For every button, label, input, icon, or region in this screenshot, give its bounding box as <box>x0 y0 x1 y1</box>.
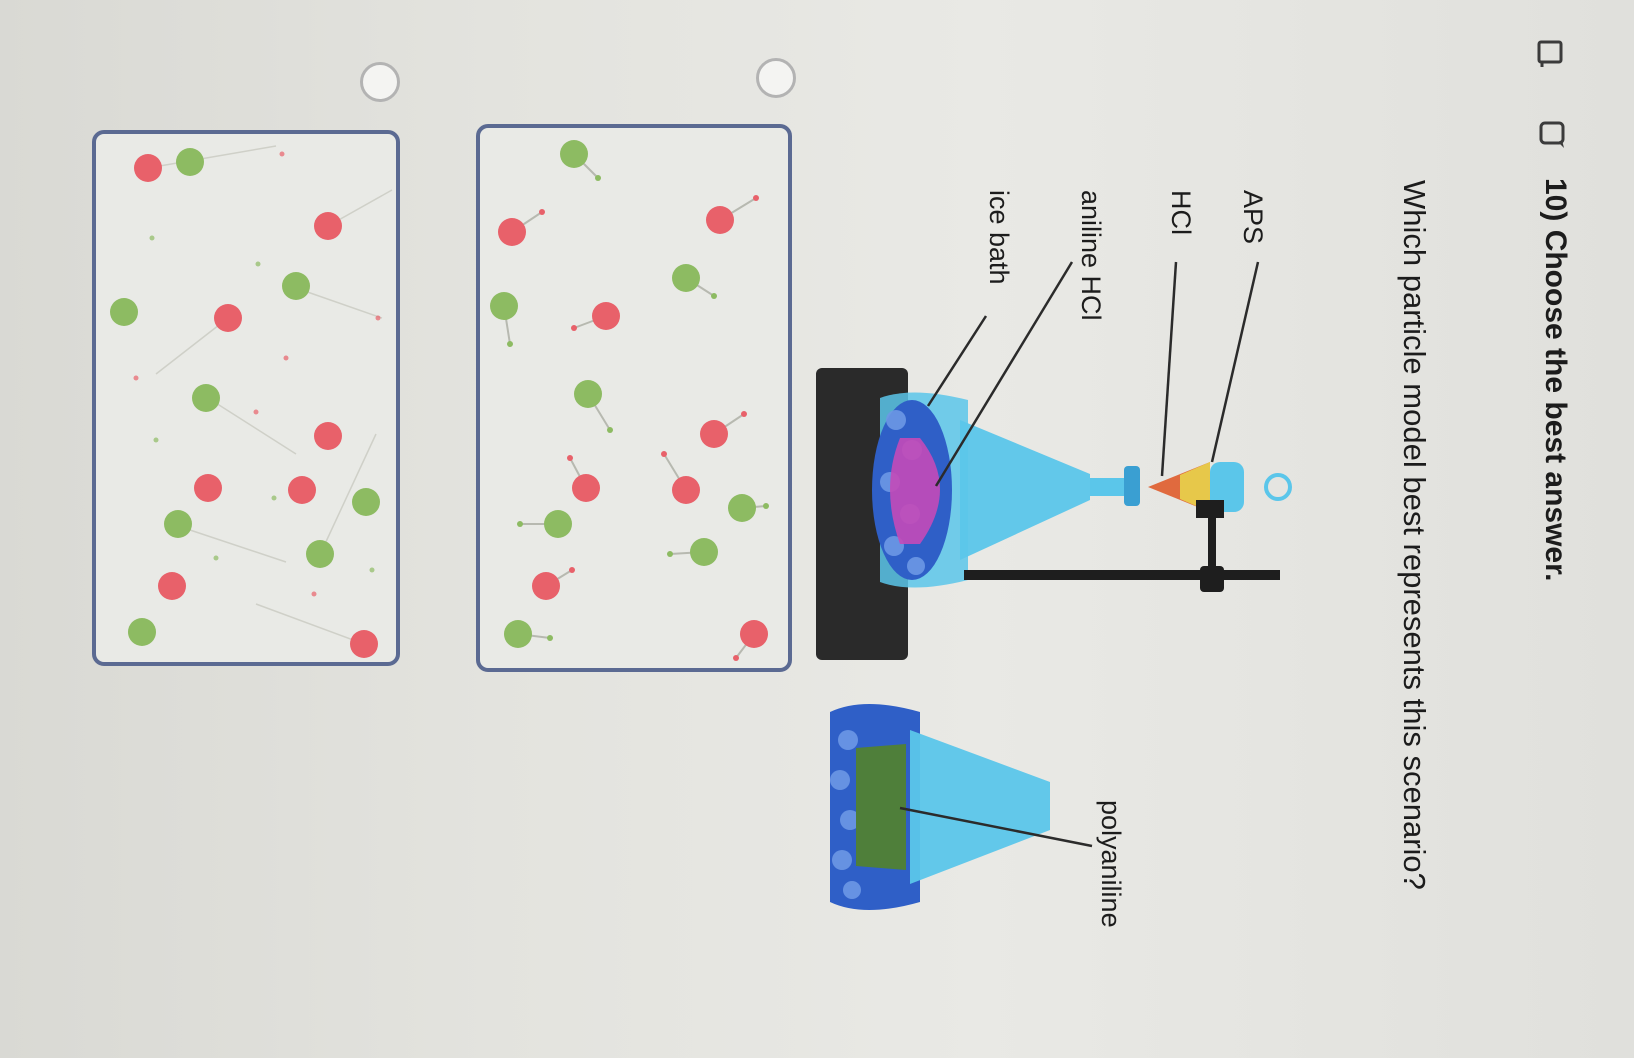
red-particle <box>314 212 342 240</box>
red-particle <box>532 572 560 600</box>
option-a-particle-model[interactable] <box>92 130 400 666</box>
green-particles <box>110 148 380 646</box>
red-particle <box>214 304 242 332</box>
polyaniline-solution <box>856 744 906 870</box>
green-particle <box>672 264 700 292</box>
green-particle <box>574 380 602 408</box>
green-particle <box>728 494 756 522</box>
green-particle <box>192 384 220 412</box>
particle-model-b-svg <box>490 140 769 661</box>
green-particle <box>352 488 380 516</box>
red-particle <box>350 630 378 658</box>
red-particle <box>498 218 526 246</box>
label-hcl: HCl <box>1166 190 1196 235</box>
red-particle <box>288 476 316 504</box>
aniline-hcl-solution <box>890 438 940 544</box>
red-particle <box>158 572 186 600</box>
green-particle <box>128 618 156 646</box>
label-aniline-hcl: aniline HCl <box>1076 190 1106 321</box>
red-particle <box>706 206 734 234</box>
red-particles <box>134 154 378 658</box>
particle-model-a-svg <box>110 145 393 658</box>
green-particle <box>306 540 334 568</box>
label-aps: APS <box>1238 190 1268 245</box>
green-particle <box>164 510 192 538</box>
green-particle <box>690 538 718 566</box>
green-particle <box>176 148 204 176</box>
red-particle <box>194 474 222 502</box>
red-particle <box>572 474 600 502</box>
reaction-flask <box>960 420 1090 560</box>
green-particles <box>490 140 756 648</box>
option-b-radio[interactable] <box>756 58 796 98</box>
label-polyaniline: polyaniline <box>1096 800 1126 928</box>
comment-icon[interactable] <box>1538 120 1568 150</box>
red-particle <box>134 154 162 182</box>
red-particle <box>700 420 728 448</box>
green-particle <box>282 272 310 300</box>
green-particle <box>110 298 138 326</box>
green-particle <box>490 292 518 320</box>
stand-rod <box>964 570 1280 580</box>
red-particle <box>592 302 620 330</box>
red-particles <box>498 206 768 648</box>
label-ice-bath: ice bath <box>984 190 1014 285</box>
green-particle <box>544 510 572 538</box>
product-flask <box>910 730 1050 884</box>
green-particle <box>504 620 532 648</box>
green-particle <box>560 140 588 168</box>
option-b-particle-model[interactable] <box>476 124 792 672</box>
red-particle <box>314 422 342 450</box>
red-particle <box>672 476 700 504</box>
option-a-radio[interactable] <box>360 62 400 102</box>
flag-icon[interactable] <box>1536 38 1566 68</box>
red-particle <box>740 620 768 648</box>
